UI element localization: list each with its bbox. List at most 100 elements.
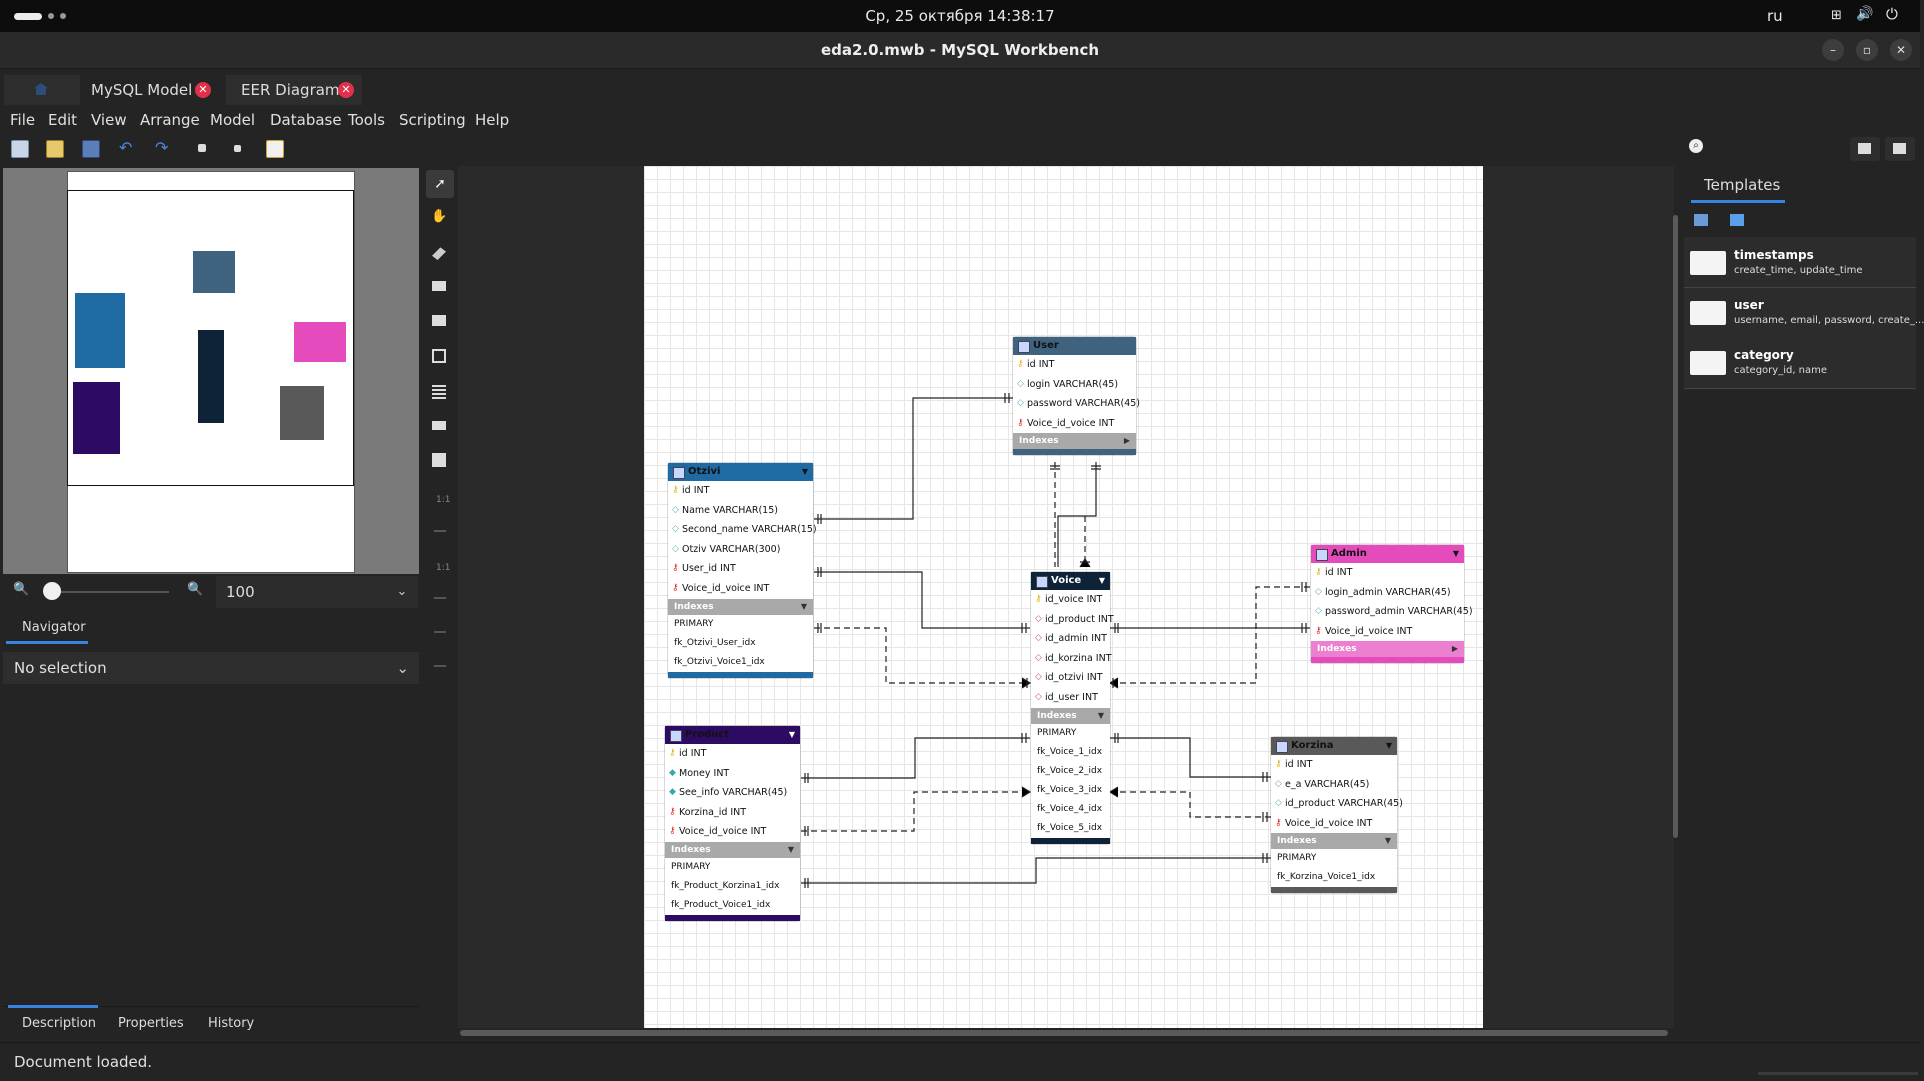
folder-icon[interactable]	[1730, 214, 1744, 226]
selection-dropdown[interactable]: No selection ⌄	[3, 652, 419, 684]
close-tab-icon[interactable]: ✕	[338, 82, 354, 98]
index-row[interactable]: fk_Product_Voice1_idx	[671, 899, 771, 910]
toggle-grid-icon[interactable]	[198, 144, 206, 152]
index-row[interactable]: PRIMARY	[1277, 853, 1317, 864]
hand-tool-icon[interactable]: ✋	[431, 209, 448, 224]
menu-view[interactable]: View	[91, 111, 127, 129]
add-template-icon[interactable]	[1694, 214, 1708, 226]
view-tool-icon[interactable]	[432, 421, 446, 430]
navigator-viewport[interactable]	[67, 190, 354, 486]
relationship-tool-icon[interactable]	[434, 665, 446, 667]
column-row[interactable]: ⚷Voice_id_voice INT	[1271, 814, 1397, 834]
index-row[interactable]: fk_Voice_3_idx	[1037, 784, 1103, 795]
layer-tool-icon[interactable]	[432, 281, 446, 291]
zoom-dropdown-icon[interactable]: ⌄	[386, 576, 418, 608]
column-row[interactable]: ⚷Voice_id_voice INT	[1013, 414, 1136, 434]
tab-templates[interactable]: Templates	[1704, 176, 1781, 194]
column-row[interactable]: ⚷id INT	[1271, 755, 1397, 775]
relationship-tool-icon[interactable]	[434, 530, 446, 532]
close-tab-icon[interactable]: ✕	[195, 82, 211, 98]
indexes-header[interactable]: Indexes▶	[1013, 433, 1136, 450]
workspace-dot[interactable]	[60, 13, 66, 19]
column-row[interactable]: ◇Second_name VARCHAR(15)	[668, 520, 817, 540]
redo-icon[interactable]: ↷	[155, 138, 169, 157]
menu-file[interactable]: File	[10, 111, 36, 129]
expand-icon[interactable]: ▶	[1451, 644, 1458, 654]
indexes-header[interactable]: Indexes▼	[665, 841, 800, 858]
column-row[interactable]: ⚷id INT	[665, 744, 800, 764]
expand-icon[interactable]: ▶	[1123, 436, 1130, 446]
column-row[interactable]: ⚷User_id INT	[668, 559, 813, 579]
zoom-input[interactable]: 100	[216, 576, 386, 608]
table-korzina[interactable]: Korzina ▼ ⚷id INT ◇e_a VARCHAR(45) ◇id_p…	[1271, 737, 1403, 894]
column-row[interactable]: ⚷Voice_id_voice INT	[665, 822, 800, 842]
column-row[interactable]: ⚷Voice_id_voice INT	[1311, 622, 1464, 642]
collapse-icon[interactable]: ▼	[788, 730, 795, 739]
tab-properties[interactable]: Properties	[118, 1016, 184, 1031]
column-row[interactable]: ◇login_admin VARCHAR(45)	[1311, 583, 1464, 603]
column-row[interactable]: ◇Name VARCHAR(15)	[668, 501, 813, 521]
tab-mysql-model[interactable]: MySQL Model	[80, 75, 226, 105]
system-clock[interactable]: Ср, 25 октября 14:38:17	[865, 7, 1055, 25]
column-row[interactable]: ◇id_product VARCHAR(45)	[1271, 794, 1403, 814]
index-row[interactable]: fk_Korzina_Voice1_idx	[1277, 872, 1376, 883]
column-row[interactable]: ⚷id INT	[668, 481, 813, 501]
align-icon[interactable]	[234, 145, 241, 152]
table-voice[interactable]: Voice ▼ ⚷id_voice INT ◇id_product INT ◇i…	[1031, 572, 1114, 844]
vertical-scrollbar[interactable]	[1673, 215, 1678, 838]
network-icon[interactable]: ⊞	[1831, 8, 1842, 23]
zoom-out-icon[interactable]: 🔍	[13, 582, 30, 597]
close-window-button[interactable]: ✕	[1890, 39, 1912, 61]
column-row[interactable]: ⚷id_voice INT	[1031, 590, 1110, 610]
routine-tool-icon[interactable]	[432, 453, 446, 467]
open-model-icon[interactable]	[46, 140, 64, 158]
indexes-header[interactable]: Indexes▼	[1271, 833, 1397, 850]
column-row[interactable]: ◇password_admin VARCHAR(45)	[1311, 602, 1473, 622]
collapse-icon[interactable]: ▼	[1097, 710, 1104, 720]
column-row[interactable]: ◇e_a VARCHAR(45)	[1271, 775, 1397, 795]
index-row[interactable]: fk_Product_Korzina1_idx	[671, 880, 780, 891]
column-row[interactable]: ◆Money INT	[665, 764, 800, 784]
column-row[interactable]: ◇password VARCHAR(45)	[1013, 394, 1140, 414]
workspace-dot[interactable]	[48, 13, 54, 19]
collapse-icon[interactable]: ▼	[801, 467, 808, 476]
minimize-button[interactable]: –	[1822, 39, 1844, 61]
zoom-slider-handle[interactable]	[43, 582, 61, 600]
index-row[interactable]: fk_Otzivi_User_idx	[674, 637, 756, 648]
collapse-icon[interactable]: ▼	[1452, 549, 1459, 558]
column-row[interactable]: ⚷Korzina_id INT	[665, 803, 800, 823]
column-row[interactable]: ◇id_product INT	[1031, 610, 1114, 630]
maximize-button[interactable]: ▫	[1856, 39, 1878, 61]
zoom-in-icon[interactable]: 🔍	[187, 582, 204, 597]
table-product[interactable]: Product ▼ ⚷id INT ◆Money INT ◆See_info V…	[665, 726, 800, 921]
tab-navigator[interactable]: Navigator	[22, 620, 86, 635]
home-tab[interactable]	[4, 75, 80, 105]
index-row[interactable]: fk_Voice_5_idx	[1037, 822, 1103, 833]
menu-edit[interactable]: Edit	[48, 111, 78, 129]
table-otzivi[interactable]: Otzivi ▼ ⚷id INT ◇Name VARCHAR(15) ◇Seco…	[668, 463, 817, 678]
index-row[interactable]: fk_Voice_2_idx	[1037, 765, 1103, 776]
menu-scripting[interactable]: Scripting	[399, 111, 466, 129]
column-row[interactable]: ◇id_admin INT	[1031, 629, 1110, 649]
relationship-1-1-tool[interactable]: 1:1	[436, 495, 451, 505]
column-row[interactable]: ◇id_user INT	[1031, 688, 1110, 708]
undo-icon[interactable]: ↶	[119, 138, 133, 157]
image-tool-icon[interactable]	[432, 349, 446, 363]
note-tool-icon[interactable]	[432, 315, 446, 326]
new-model-icon[interactable]	[11, 140, 29, 158]
menu-tools[interactable]: Tools	[348, 111, 385, 129]
index-row[interactable]: PRIMARY	[1037, 727, 1077, 738]
menu-help[interactable]: Help	[475, 111, 510, 129]
menu-database[interactable]: Database	[270, 111, 342, 129]
tab-description[interactable]: Description	[22, 1016, 97, 1031]
index-row[interactable]: PRIMARY	[671, 861, 711, 872]
collapse-icon[interactable]: ▼	[800, 601, 807, 611]
column-row[interactable]: ◆See_info VARCHAR(45)	[665, 783, 800, 803]
menu-arrange[interactable]: Arrange	[140, 111, 200, 129]
relationship-1-n-tool[interactable]: 1:1	[436, 563, 451, 573]
table-admin[interactable]: Admin ▼ ⚷id INT ◇login_admin VARCHAR(45)…	[1311, 545, 1473, 664]
index-row[interactable]: fk_Voice_1_idx	[1037, 746, 1103, 757]
collapse-icon[interactable]: ▼	[787, 844, 794, 854]
column-row[interactable]: ⚷id INT	[1311, 563, 1464, 583]
column-row[interactable]: ◇id_otzivi INT	[1031, 668, 1110, 688]
